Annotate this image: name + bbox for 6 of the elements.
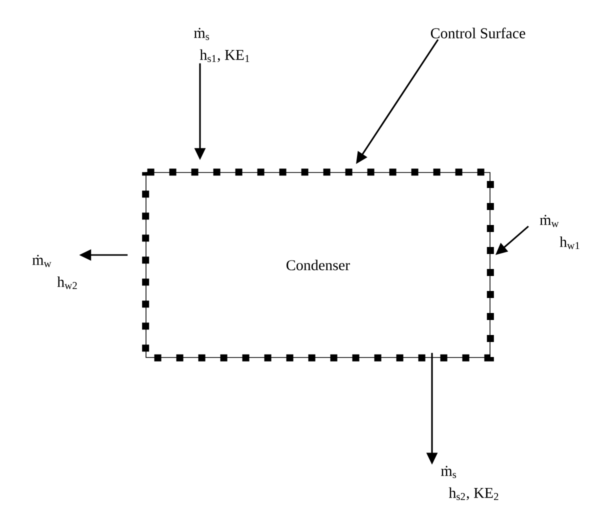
flow-label: ṁ$_{w}$ h$_{w1}$ (540, 214, 580, 250)
flow-label: ṁ$_{s}$ h$_{s1}$, KE$_{1}$ (194, 28, 250, 62)
condenser-box: Condenser (142, 168, 494, 362)
flow-label: ṁ$_{s}$ h$_{s2}$, KE$_{2}$ (441, 466, 498, 500)
flow-label: ṁ$_{w}$ h$_{w2}$ (32, 254, 77, 290)
callout-label: Control Surface (430, 28, 526, 38)
